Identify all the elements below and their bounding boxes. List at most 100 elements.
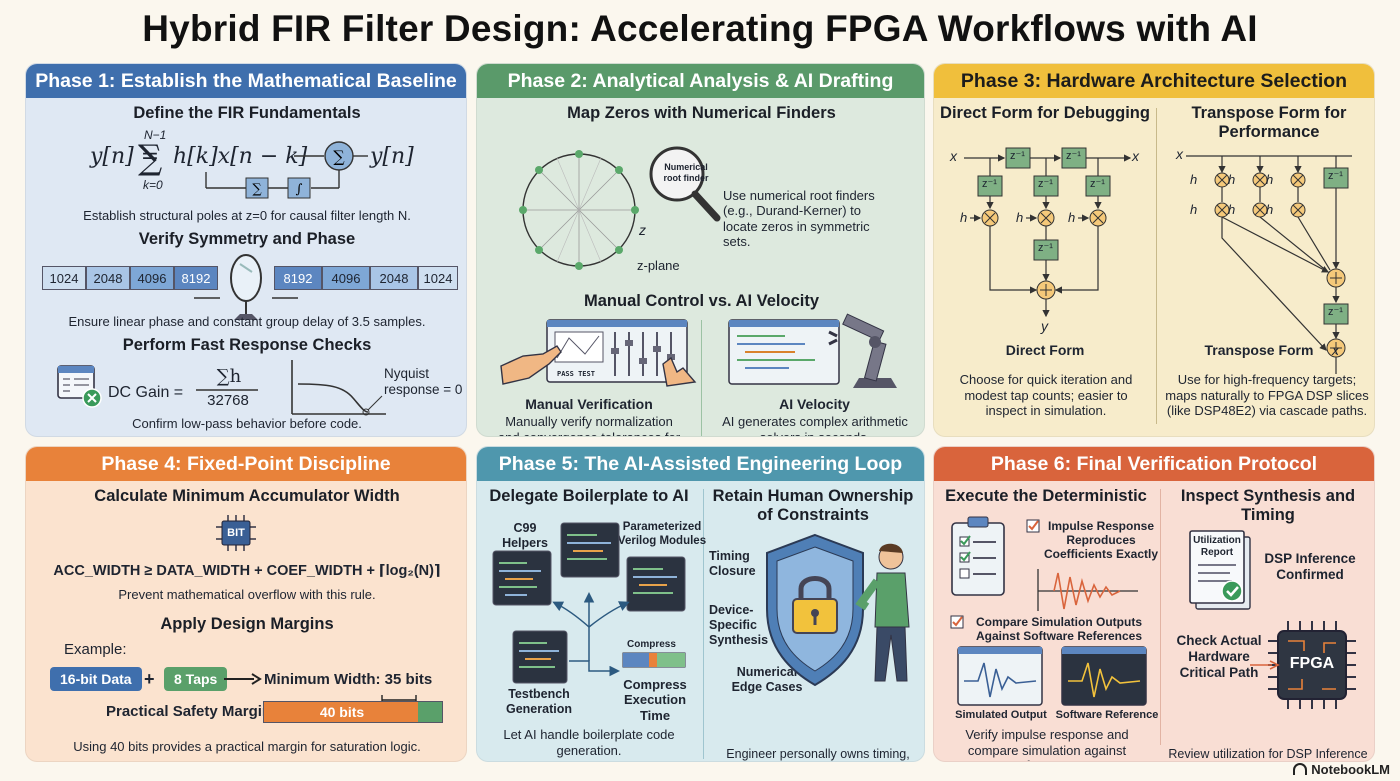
- ownership-heading: Retain Human Ownership of Constraints: [712, 487, 914, 524]
- ai-desc: AI generates complex arithmetic solvers …: [722, 414, 908, 436]
- symmetry-heading: Verify Symmetry and Phase: [138, 230, 356, 248]
- utilization-report-icon: [1189, 530, 1251, 610]
- acc-width-formula: ACC_WIDTH ≥ DATA_WIDTH + COEF_WIDTH + ⌈l…: [53, 563, 441, 579]
- tf-h2: h: [1228, 172, 1236, 187]
- pass-test-tag: PASS TEST: [557, 370, 595, 378]
- df-x-out: x: [1132, 148, 1139, 164]
- tf-z1: z⁻¹: [1328, 170, 1343, 182]
- compare-note: Compare Simulation Outputs Against Softw…: [975, 615, 1143, 644]
- delegate-heading: Delegate Boilerplate to AI: [489, 487, 689, 505]
- data-width-pill: 16-bit Data: [50, 667, 142, 691]
- code-windows-illustration: [492, 522, 686, 684]
- tf-h4: h: [1190, 202, 1198, 217]
- margin-label: Practical Safety Margin: [106, 703, 272, 720]
- dc-gain-den: 32768: [207, 392, 249, 409]
- min-width-label: Minimum Width: 35 bits: [264, 671, 433, 688]
- page-title: Hybrid FIR Filter Design: Accelerating F…: [142, 8, 1258, 49]
- manual-title: Manual Verification: [525, 396, 653, 412]
- critical-path-arrow: [1250, 660, 1280, 670]
- tf-x-in: x: [1176, 146, 1183, 162]
- sim-output-window: [957, 646, 1043, 706]
- phase-4-panel: Phase 4: Fixed-Point Discipline Calculat…: [25, 446, 467, 762]
- phase-3-header: Phase 3: Hardware Architecture Selection: [934, 64, 1374, 98]
- sum-symbol: ∑: [138, 138, 163, 178]
- df-y-out: y: [1041, 318, 1048, 334]
- plus-sign: +: [144, 669, 155, 689]
- phase-6-header: Phase 6: Final Verification Protocol: [934, 447, 1374, 481]
- ownership-desc: Engineer personally owns timing, synthes…: [726, 747, 910, 761]
- numerical-edge-label: Numerical Edge Cases: [731, 665, 803, 694]
- margin-bar: 40 bits: [263, 701, 443, 723]
- transpose-form-label: Transpose Form: [1204, 342, 1314, 358]
- testbench-label: Testbench Generation: [506, 687, 572, 716]
- coef-right-0: 8192: [274, 266, 322, 290]
- fir-loop-diagram: ∑ ∫ ∑: [205, 141, 368, 199]
- phase-2-header: Phase 2: Analytical Analysis & AI Drafti…: [477, 64, 924, 98]
- phase-3-panel: Phase 3: Hardware Architecture Selection…: [933, 63, 1375, 437]
- impulse-note: Impulse Response Reproduces Coefficients…: [1043, 519, 1159, 562]
- direct-form-diagram: [964, 147, 1132, 318]
- delegate-desc: Let AI handle boilerplate code generatio…: [503, 727, 675, 758]
- sw-reference-label: Software Reference: [1055, 709, 1159, 721]
- tf-x-out: x: [1332, 342, 1339, 358]
- svg-text:∫: ∫: [296, 182, 303, 197]
- sim-output-label: Simulated Output: [955, 709, 1047, 721]
- synthesis-desc: Review utilization for DSP Inference and…: [1168, 747, 1368, 761]
- response-heading: Perform Fast Response Checks: [122, 336, 372, 354]
- coef-left-0: 1024: [42, 266, 86, 290]
- tf-h1: h: [1190, 172, 1198, 187]
- z-plane-diagram: [519, 146, 721, 270]
- df-z1: z⁻¹: [1010, 150, 1025, 162]
- fpga-label: FPGA: [1289, 655, 1335, 672]
- direct-form-desc: Choose for quick iteration and modest ta…: [959, 372, 1133, 419]
- coef-right-1: 4096: [322, 266, 370, 290]
- margin-bar-extra: [418, 702, 442, 722]
- compress-label: Compress: [627, 639, 676, 650]
- df-x-in: x: [950, 148, 957, 164]
- clipboard-checklist-icon: [951, 516, 1005, 596]
- svg-text:∑: ∑: [252, 182, 262, 197]
- phase-6-divider: [1160, 489, 1161, 745]
- sw-reference-window: [1061, 646, 1147, 706]
- margins-heading: Apply Design Margins: [160, 615, 334, 633]
- tf-h3: h: [1266, 172, 1274, 187]
- manual-verification-illustration: [500, 319, 697, 387]
- transpose-form-diagram: [1186, 155, 1352, 374]
- df-z3: z⁻¹: [982, 178, 997, 190]
- phase-3-divider: [1156, 108, 1157, 424]
- critical-path-label: Check Actual Hardware Critical Path: [1176, 633, 1262, 680]
- df-z5: z⁻¹: [1090, 178, 1105, 190]
- fir-fundamentals-heading: Define the FIR Fundamentals: [133, 104, 361, 122]
- accumulator-heading: Calculate Minimum Accumulator Width: [94, 487, 400, 505]
- notebooklm-brand: NotebookLM: [1293, 762, 1390, 777]
- dc-gain-label: DC Gain =: [108, 384, 184, 401]
- deterministic-heading: Execute the Deterministic: [945, 487, 1147, 505]
- transpose-form-title: Transpose Form for Performance: [1191, 104, 1347, 141]
- c99-label: C99 Helpers: [502, 521, 548, 550]
- impulse-waveform: [1037, 569, 1138, 611]
- impulse-checkbox-icon: [1026, 519, 1040, 533]
- ai-title: AI Velocity: [779, 396, 850, 412]
- notebooklm-logo-icon: [1293, 763, 1308, 775]
- bit-chip-icon: [216, 515, 256, 551]
- phase-2-panel: Phase 2: Analytical Analysis & AI Drafti…: [476, 63, 925, 437]
- bit-chip-label: BIT: [227, 527, 245, 539]
- report-label: Utilization Report: [1193, 535, 1241, 558]
- calculator-icon: [57, 365, 102, 408]
- arrow-right: [224, 673, 262, 685]
- phase-5-panel: Phase 5: The AI-Assisted Engineering Loo…: [476, 446, 925, 762]
- device-synthesis-label: Device-Specific Synthesis: [709, 603, 769, 647]
- compare-checkbox-icon: [950, 615, 964, 629]
- saturation-note: Using 40 bits provides a practical margi…: [73, 739, 421, 754]
- shield-lock-illustration: [766, 533, 910, 687]
- dc-gain-num: ∑h: [216, 366, 242, 387]
- df-z4: z⁻¹: [1038, 178, 1053, 190]
- lens-label: Numerical root finder: [663, 162, 709, 183]
- phase-6-panel: Phase 6: Final Verification Protocol Exe…: [933, 446, 1375, 762]
- df-h1: h: [960, 210, 968, 225]
- tf-h5: h: [1228, 202, 1236, 217]
- verilog-label: Parameterized Verilog Modules: [617, 521, 707, 547]
- direct-form-label: Direct Form: [1005, 342, 1085, 358]
- mirror-icon: [230, 254, 262, 320]
- deterministic-desc: Verify impulse response and compare simu…: [965, 727, 1129, 761]
